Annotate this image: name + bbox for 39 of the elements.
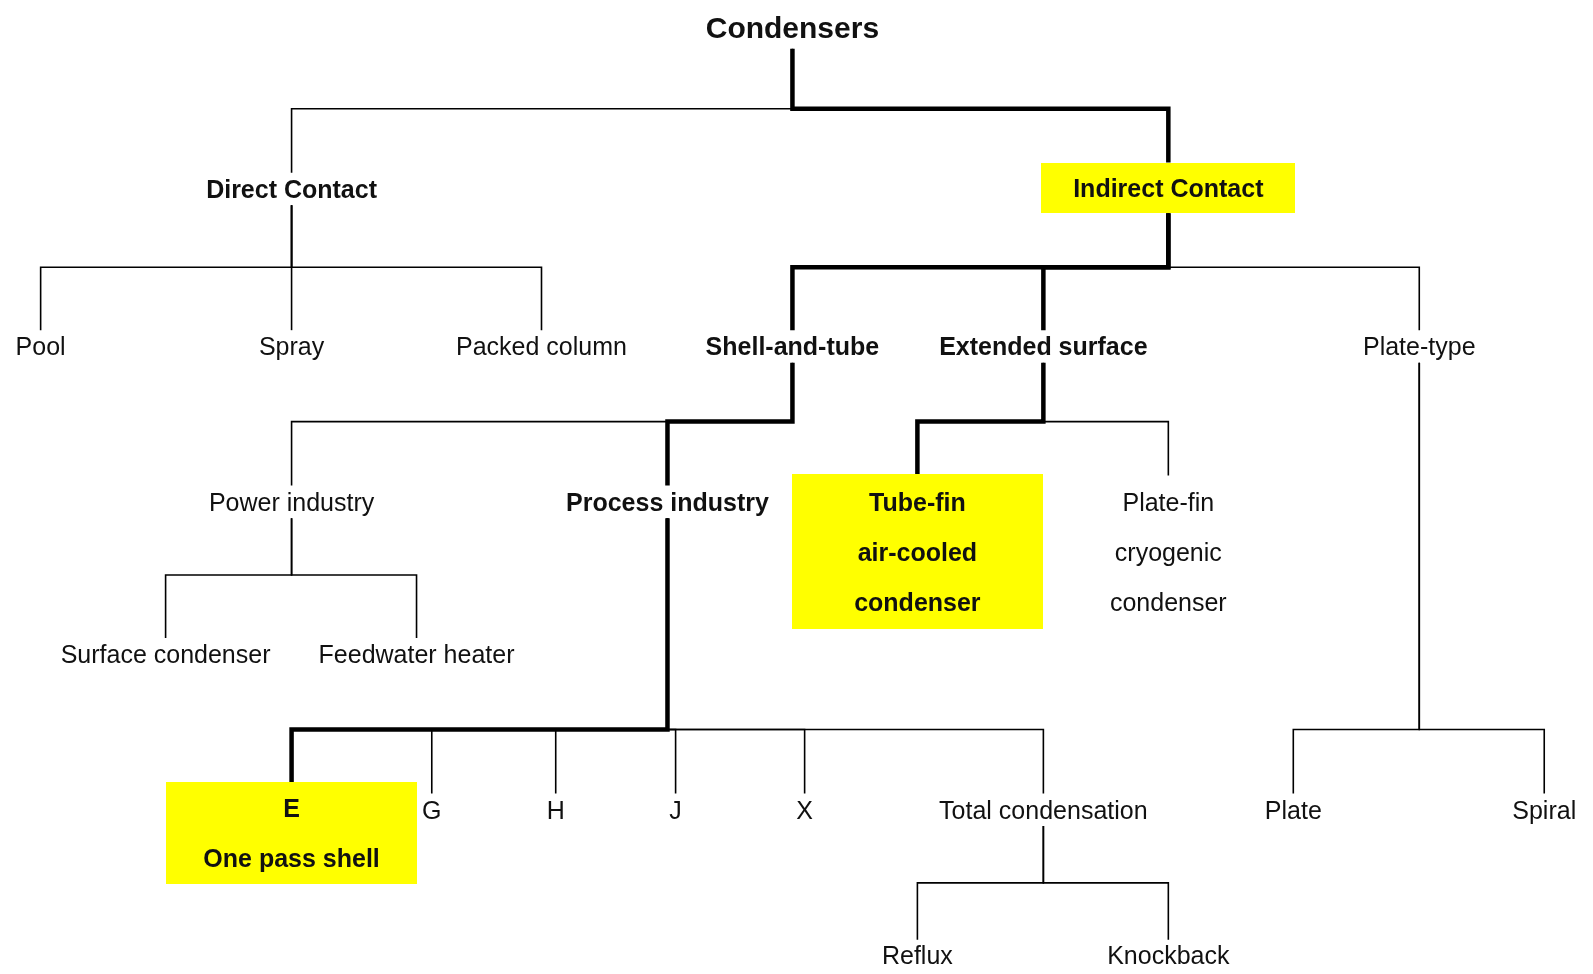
category-label: Spiral [1512,794,1577,825]
connector-line [290,204,543,331]
category-label: Feedwater heater [318,639,515,670]
highlight-box [166,782,418,884]
connector-line [1042,361,1170,477]
connector-line [1041,213,1171,331]
category-label: Plate-type [1363,331,1476,362]
connector-line [1418,361,1546,795]
category-label: Total condensation [939,794,1148,825]
category-label: Power industry [208,486,375,517]
category-label: Condensers [705,13,880,44]
category-label: H [546,794,565,825]
highlight-box [791,474,1043,629]
category-label: Plate [1264,794,1322,825]
category-label: Extended surface [939,331,1148,362]
highlight-box [1041,162,1296,214]
category-label: Shell-and-tube [705,331,880,362]
connector-line [790,48,1171,163]
category-label: Surface condenser [60,639,271,670]
category-label: Indirect Contact [1073,172,1264,203]
category-label: Direct Contact [206,173,377,204]
category-label: G [422,794,442,825]
category-label: Knockback [1107,939,1230,970]
category-label: Process industry [566,486,769,517]
category-label: Pool [15,331,66,362]
connector-line [665,362,795,486]
connector-line [290,517,418,639]
category-label: X [796,794,813,825]
category-label: Packed column [456,331,627,362]
category-label: Spray [258,331,325,362]
connector-line [289,518,670,783]
category-label: J [669,794,682,825]
connector-line [1042,825,1170,941]
category-label: Reflux [881,939,953,970]
category-label: E [283,793,300,825]
category-label: Tube-fin air-cooled condenser [853,486,982,618]
category-label: Plate-fin cryogenic condenser [1108,486,1228,618]
category-label: One pass shell [203,843,380,875]
connector-line [915,362,1046,475]
